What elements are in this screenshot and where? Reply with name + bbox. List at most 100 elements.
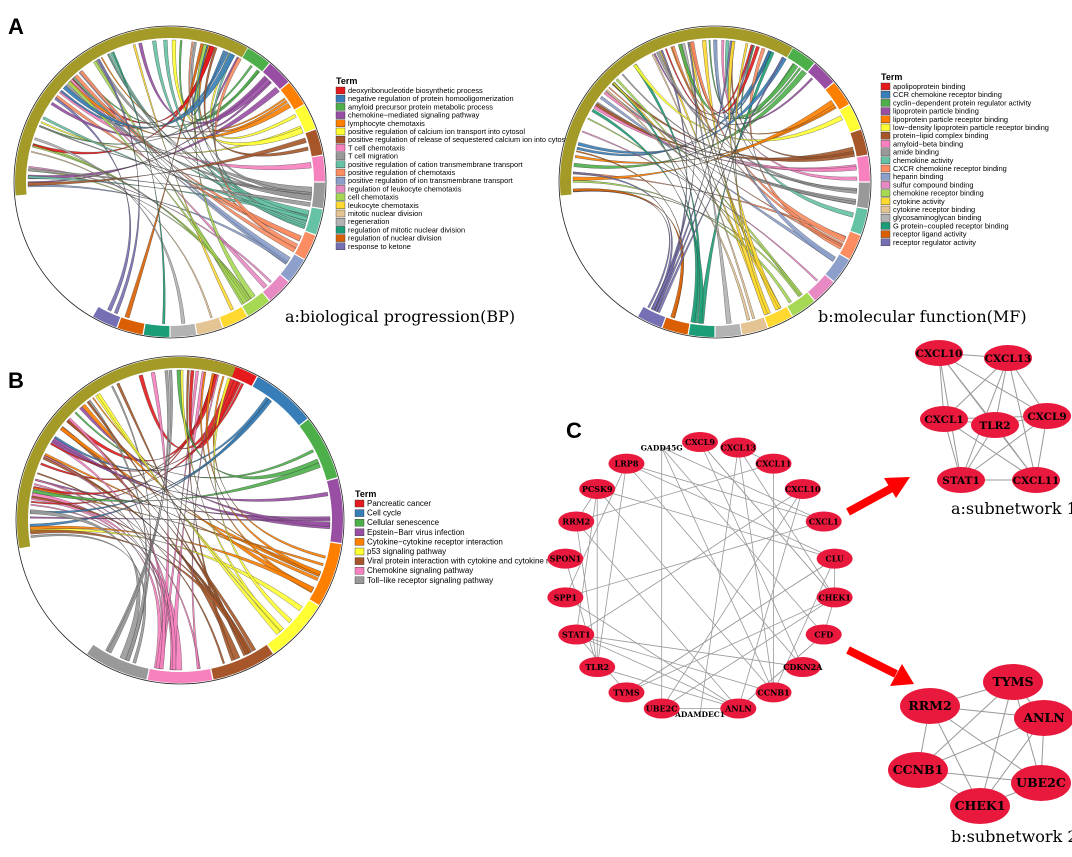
kegg-ribbon-58 (68, 417, 166, 670)
sub2-node-label: UBE2C (1016, 775, 1066, 790)
mf-legend-entry-11: heparin binding (893, 172, 944, 181)
network-node (755, 682, 792, 703)
mf-legend-entry-1: CCR chemokine receptor binding (893, 90, 1002, 99)
mf-legend-swatch-18 (880, 230, 891, 238)
bp-term-segment-9 (305, 207, 323, 235)
kegg-ribbon-56 (97, 393, 281, 635)
bp-legend-swatch-15 (335, 209, 346, 218)
mf-ribbon-38 (678, 43, 799, 120)
mf-ribbon-40 (650, 42, 697, 311)
network-edge (575, 488, 598, 635)
network-edge (576, 634, 774, 693)
bp-term-segment-6 (305, 129, 323, 157)
network-edge (565, 597, 739, 709)
bp-term-segment-16 (170, 323, 197, 337)
network-node (784, 657, 821, 678)
bp-ribbon-50 (100, 57, 286, 133)
bp-term-segment-14 (219, 306, 247, 328)
mf-ribbon-53 (665, 44, 754, 115)
mf-ribbon-6 (573, 69, 807, 169)
network-edge (661, 597, 835, 709)
mf-term-segment-8 (856, 182, 870, 209)
bp-legend-entry-2: amyloid precursor protein metabolic proc… (348, 102, 493, 111)
mf-ribbon-26 (573, 188, 684, 319)
bp-term-segment-3 (263, 63, 289, 89)
sub2-node (1011, 765, 1071, 801)
mf-term-segment-7 (856, 155, 870, 182)
mf-ribbon-11 (611, 82, 855, 162)
bp-legend-swatch-2 (335, 103, 346, 111)
kegg-legend-swatch-0 (354, 499, 365, 508)
network-node (755, 453, 792, 474)
mf-ribbon-33 (656, 51, 857, 194)
network-node-label: GADD45G (641, 444, 683, 453)
mf-ribbon-50 (689, 41, 847, 243)
bp-legend-swatch-4 (335, 119, 346, 128)
sub1-node-label: TLR2 (979, 420, 1010, 432)
kegg-ribbon-59 (50, 382, 244, 472)
kegg-term-segment-4 (309, 542, 342, 606)
bp-legend-entry-8: T cell migration (348, 152, 398, 161)
sub1-node-label: CXCL10 (916, 348, 963, 360)
bp-ribbon-21 (67, 80, 291, 140)
kegg-term-segment-5 (267, 600, 319, 654)
mf-term-segment-12 (808, 275, 834, 301)
bp-legend-entry-11: positive regulation of ion transmembrane… (348, 176, 513, 185)
network-node-label: CXCL13 (721, 443, 757, 453)
mf-legend-title: Term (881, 72, 902, 82)
sub2-node (900, 688, 960, 724)
bp-ribbon-19 (124, 43, 204, 319)
network-edge (737, 447, 774, 693)
kegg-legend-title: Term (355, 489, 376, 499)
network-edge (597, 488, 835, 560)
bp-gene-ring (14, 26, 248, 196)
caption-subnetwork-1: a:subnetwork 1 (951, 499, 1072, 518)
network-node-label: ANLN (724, 703, 751, 713)
kegg-legend-entry-2: Cellular senescence (367, 518, 440, 527)
network-edge (661, 447, 824, 522)
network-edge (565, 558, 598, 668)
bp-legend-swatch-11 (335, 176, 346, 185)
network-node (608, 682, 645, 703)
mf-term-segment-11 (825, 254, 849, 282)
caption-mf: b:molecular function(MF) (818, 307, 1027, 326)
bp-ribbon-54 (34, 137, 186, 324)
kegg-ribbon-21 (52, 437, 331, 530)
network-edge (661, 488, 804, 709)
mf-term-segment-6 (850, 129, 868, 157)
bp-legend-swatch-17 (335, 226, 346, 234)
bp-legend-swatch-16 (335, 217, 346, 226)
network-node (682, 432, 718, 452)
sub2-node (1014, 700, 1072, 736)
kegg-legend-swatch-8 (354, 576, 365, 584)
mf-legend-entry-15: cytokine receptor binding (893, 205, 975, 214)
network-node-label: STAT1 (562, 629, 591, 639)
mf-legend-swatch-17 (880, 222, 891, 230)
chord-diagram-mf (558, 25, 872, 339)
kegg-legend-swatch-4 (354, 538, 365, 546)
network-edge (596, 488, 774, 693)
network-node-label: CXCL10 (785, 484, 821, 494)
kegg-ribbon-38 (29, 516, 331, 522)
sub2-node-label: CHEK1 (955, 798, 1006, 813)
sub1-node (920, 406, 968, 432)
bp-term-segment-2 (242, 48, 270, 72)
kegg-ribbon-11 (59, 426, 321, 577)
bp-legend-swatch-1 (335, 94, 346, 103)
network-node-label: SPP1 (554, 592, 577, 602)
network-edge (699, 447, 739, 715)
bp-legend-entry-13: cell chemotaxis (348, 193, 399, 202)
mf-ribbon-47 (612, 82, 782, 310)
mf-ribbon-2 (595, 101, 857, 205)
sub1-node (971, 412, 1019, 438)
sub2-node (888, 752, 948, 788)
mf-ribbon-48 (713, 39, 836, 262)
mf-ribbon-37 (608, 86, 843, 247)
bp-legend-entry-18: regulation of nuclear division (348, 234, 442, 243)
kegg-legend-swatch-5 (354, 547, 365, 556)
kegg-ribbon-25 (44, 453, 319, 581)
network-node-label: TLR2 (585, 662, 609, 672)
